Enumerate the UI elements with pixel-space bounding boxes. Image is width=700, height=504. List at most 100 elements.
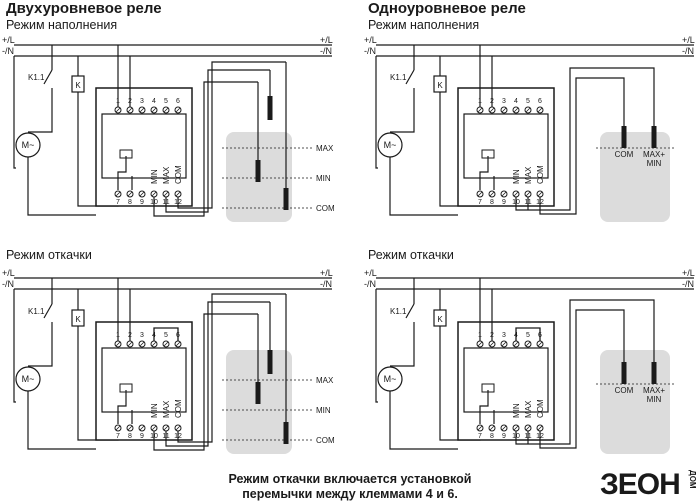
tank-water bbox=[600, 132, 670, 222]
terminal-number-bottom: 9 bbox=[140, 199, 144, 206]
motor-label: M~ bbox=[22, 374, 35, 384]
coil-k-label: K bbox=[437, 315, 443, 324]
terminal-slot bbox=[501, 341, 507, 347]
terminal-slot bbox=[513, 107, 519, 113]
level-probe bbox=[267, 96, 273, 120]
terminal-slot bbox=[175, 425, 181, 431]
motor-wire-bottom bbox=[27, 157, 96, 216]
coil-k-label: K bbox=[75, 315, 81, 324]
wiring-diagram: +/L-/N+/L-/NK1.1M~K172839410511612MINMAX… bbox=[2, 35, 335, 222]
motor-n-wire bbox=[13, 289, 16, 403]
relay-contact bbox=[117, 156, 127, 190]
wire-min bbox=[153, 81, 258, 217]
jumper-4-6 bbox=[153, 327, 179, 341]
level-probe bbox=[255, 382, 261, 404]
terminal-slot bbox=[151, 341, 157, 347]
line-l-label-right: +/L bbox=[682, 35, 695, 45]
terminal-slot bbox=[525, 191, 531, 197]
terminal-function-label: MIN bbox=[512, 403, 521, 418]
terminal-slot bbox=[175, 107, 181, 113]
wire-max bbox=[165, 69, 270, 213]
wiring-diagram: +/L-/N+/L-/NK1.1M~K172839410511612MINMAX… bbox=[2, 268, 335, 454]
level-probe bbox=[283, 188, 289, 210]
probe-com bbox=[621, 362, 627, 384]
terminal-number-top: 5 bbox=[526, 332, 530, 339]
terminal-number-top: 3 bbox=[140, 332, 144, 339]
terminal-slot bbox=[139, 107, 145, 113]
relay-front-panel bbox=[101, 347, 187, 413]
terminal-number-bottom: 9 bbox=[502, 199, 506, 206]
terminal-slot bbox=[513, 191, 519, 197]
terminal-function-label: MAX bbox=[162, 166, 171, 184]
terminal-number-bottom: 7 bbox=[116, 199, 120, 206]
relay-front-panel bbox=[101, 113, 187, 179]
terminal-slot bbox=[115, 341, 121, 347]
level-label: COM bbox=[316, 436, 335, 445]
level-probe bbox=[267, 350, 273, 374]
line-n-label-right: -/N bbox=[320, 46, 332, 56]
line-n-label-left: -/N bbox=[364, 279, 376, 289]
probe-maxmin-label-2: MIN bbox=[647, 159, 662, 168]
terminal-number-bottom: 8 bbox=[490, 433, 494, 440]
line-n-label-left: -/N bbox=[364, 46, 376, 56]
relay-contact bbox=[479, 156, 489, 190]
terminal-slot bbox=[513, 425, 519, 431]
line-l-label-right: +/L bbox=[682, 268, 695, 278]
terminal-slot bbox=[151, 425, 157, 431]
terminal-number-top: 6 bbox=[176, 98, 180, 105]
line-n-label-left: -/N bbox=[2, 46, 14, 56]
level-label: MAX bbox=[316, 376, 334, 385]
motor-n-wire bbox=[375, 56, 378, 169]
terminal-slot bbox=[139, 425, 145, 431]
terminal-slot bbox=[115, 425, 121, 431]
terminal-slot bbox=[151, 107, 157, 113]
coil-k-label: K bbox=[437, 81, 443, 90]
terminal-slot bbox=[513, 341, 519, 347]
terminal-number-bottom: 7 bbox=[478, 433, 482, 440]
terminal-number-top: 3 bbox=[502, 98, 506, 105]
relay-title: Двухуровневое реле bbox=[6, 0, 162, 17]
terminal-number-bottom: 7 bbox=[116, 433, 120, 440]
terminal-number-top: 5 bbox=[526, 98, 530, 105]
terminal-number-top: 3 bbox=[140, 98, 144, 105]
terminal-function-label: COM bbox=[536, 399, 545, 418]
motor-label: M~ bbox=[384, 374, 397, 384]
motor-n-wire bbox=[375, 289, 378, 403]
wire-com bbox=[177, 61, 286, 209]
wire-max bbox=[165, 301, 270, 447]
terminal-slot bbox=[115, 191, 121, 197]
terminal-slot bbox=[537, 191, 543, 197]
probe-max-min bbox=[651, 362, 657, 384]
line-l-label-left: +/L bbox=[364, 268, 377, 278]
terminal-number-bottom: 8 bbox=[128, 199, 132, 206]
probe-maxmin-label-1: MAX+ bbox=[643, 150, 665, 159]
relay-contact bbox=[479, 390, 489, 424]
terminal-slot bbox=[489, 191, 495, 197]
level-label: MIN bbox=[316, 174, 331, 183]
level-label: MAX bbox=[316, 144, 334, 153]
motor-wire-top bbox=[28, 360, 53, 367]
line-l-label-right: +/L bbox=[320, 35, 333, 45]
terminal-slot bbox=[127, 191, 133, 197]
terminal-slot bbox=[139, 191, 145, 197]
mode-title: Режим наполнения bbox=[6, 18, 118, 32]
switch-contact bbox=[405, 69, 415, 85]
terminal-number-bottom: 8 bbox=[128, 433, 132, 440]
terminal-number-bottom: 7 bbox=[478, 199, 482, 206]
terminal-slot bbox=[537, 341, 543, 347]
jumper-note: Режим откачки включается установкой пере… bbox=[160, 472, 540, 502]
mode-title: Режим откачки bbox=[368, 248, 454, 262]
terminal-slot bbox=[537, 107, 543, 113]
switch-contact bbox=[405, 303, 415, 319]
line-n-label-right: -/N bbox=[320, 279, 332, 289]
motor-label: M~ bbox=[22, 140, 35, 150]
motor-wire-top bbox=[390, 126, 415, 133]
terminal-slot bbox=[537, 425, 543, 431]
line-n-label-right: -/N bbox=[682, 46, 694, 56]
terminal-number-top: 4 bbox=[152, 98, 156, 105]
relay-coil-symbol bbox=[119, 149, 133, 159]
panel-two-level-drain: +/L-/N+/L-/NK1.1M~K172839410511612MINMAX… bbox=[0, 232, 350, 462]
terminal-slot bbox=[139, 341, 145, 347]
terminal-function-label: MAX bbox=[162, 400, 171, 418]
line-l-label-left: +/L bbox=[2, 35, 15, 45]
